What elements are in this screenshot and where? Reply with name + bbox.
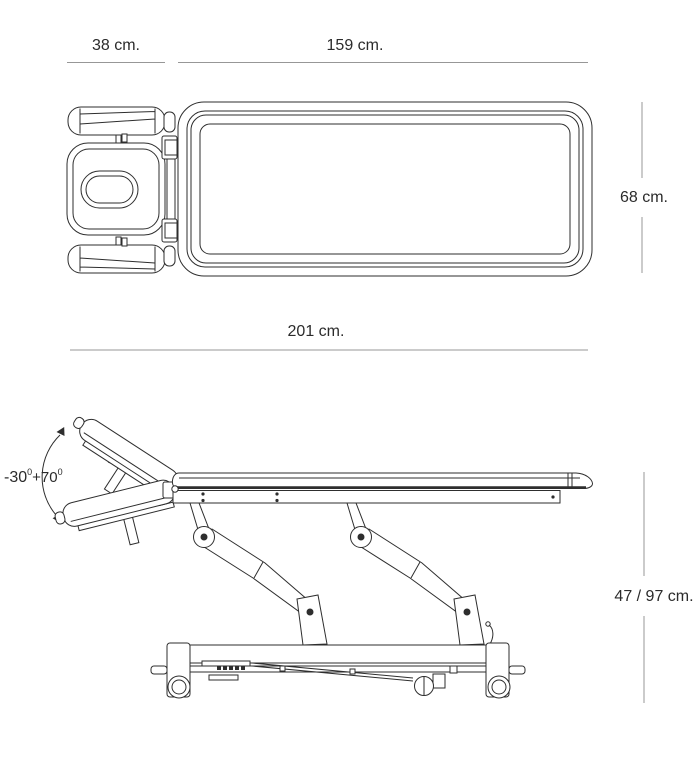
cushion-tab: [115, 236, 122, 246]
arrow-up-icon: [56, 427, 65, 436]
lift-arm-rear: [357, 528, 467, 614]
base-bracket-rear: [453, 594, 485, 646]
arm-joint-seams: [253, 561, 421, 579]
head-length-label: 38 cm.: [92, 37, 140, 54]
pad-silhouette: [171, 472, 594, 489]
armrest-seams: [79, 246, 156, 272]
width-label: 68 cm.: [620, 189, 668, 206]
base-frame: [150, 642, 526, 699]
armrest-tab-bottom: [163, 245, 176, 267]
bracket-axle-rear: [463, 608, 471, 616]
cushion-tab: [121, 237, 128, 247]
armrest-bottom: [67, 244, 166, 274]
pad-piping-line: [186, 110, 584, 268]
cushion-seam: [83, 432, 168, 488]
clamp-bottom: [161, 218, 178, 243]
under-frame-rail: [172, 490, 561, 504]
side-view: -300+700: [4, 416, 694, 703]
armrest-tab-top: [163, 111, 176, 133]
base-bracket-front: [296, 594, 328, 646]
base-beam: [187, 644, 489, 664]
lift-linkage: [189, 502, 494, 646]
axle-peg-right: [508, 665, 526, 675]
height-range-label: 47 / 97 cm.: [614, 588, 693, 605]
head-cushion-seam: [72, 148, 160, 230]
pad-stitched-panel: [199, 123, 571, 255]
pivot-rear-axle: [357, 533, 365, 541]
clamp-top-step: [164, 139, 178, 156]
clamp-bottom-step: [164, 222, 178, 239]
cushion-tab: [115, 134, 122, 144]
side-view-dimensions: 47 / 97 cm.: [614, 472, 694, 703]
top-view-dimensions: 38 cm. 159 cm. 68 cm. 201 cm.: [67, 37, 668, 351]
tilt-range-label: -300+700: [4, 467, 63, 486]
headrest-mount-hardware: [115, 111, 178, 267]
head-cushion-top: [66, 142, 166, 236]
head-cushion-edge: [66, 142, 166, 236]
armrest-seams: [79, 108, 156, 134]
wheel-left: [167, 675, 191, 699]
bracket-axle-front: [306, 608, 314, 616]
mount-rail: [166, 154, 176, 226]
tabletop-side: [162, 472, 594, 504]
main-table-pad-top: [177, 101, 593, 277]
total-length-label: 201 cm.: [288, 323, 345, 340]
pad-outer-edge: [177, 101, 593, 277]
headrest-tilt-annotation: -300+700: [4, 427, 65, 523]
cushion-seam: [70, 496, 170, 522]
armrest-top: [67, 106, 166, 136]
face-hole-outer: [80, 170, 139, 209]
pad-piping-line-2: [190, 114, 580, 264]
main-length-label: 159 cm.: [327, 37, 384, 54]
pivot-front-axle: [200, 533, 208, 541]
headrest-pivot: [171, 485, 179, 493]
wheel-right: [487, 675, 511, 699]
face-hole-inner: [85, 175, 134, 204]
axle-peg-left: [150, 665, 168, 675]
rail-bolts: [201, 492, 555, 503]
foot-pedal: [201, 660, 414, 682]
clamp-top: [161, 135, 178, 160]
pad-seams: [179, 473, 580, 488]
cushion-tab: [121, 133, 128, 143]
release-lever: [488, 624, 494, 645]
tilt-arc: [41, 434, 61, 516]
lift-arm-front: [200, 528, 310, 614]
headrest-rod: [122, 514, 140, 546]
cushion-tip-hook: [73, 416, 85, 429]
lever-knob: [485, 621, 491, 627]
top-view: 38 cm. 159 cm. 68 cm. 201 cm.: [66, 37, 668, 351]
lift-motor: [414, 665, 458, 696]
cushion-tip-hook: [54, 511, 66, 525]
